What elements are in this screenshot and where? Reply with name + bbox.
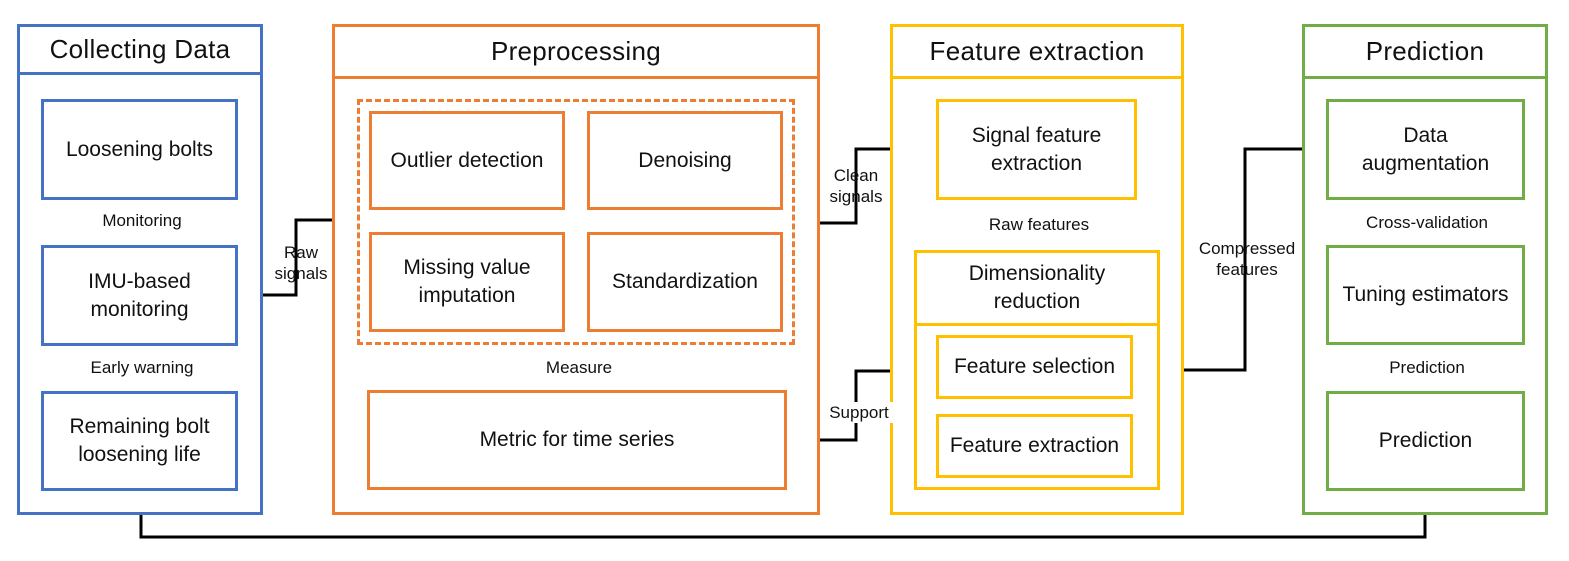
- prediction-box: Prediction: [1326, 391, 1525, 491]
- clean-signals-label: Clean signals: [829, 166, 883, 206]
- monitoring-label: Monitoring: [88, 210, 196, 231]
- feature-selection-box: Feature selection: [936, 335, 1133, 399]
- measure-label: Measure: [533, 357, 625, 378]
- prediction-step-label: Prediction: [1378, 357, 1476, 378]
- imu-monitoring-box: IMU-based monitoring: [41, 245, 238, 346]
- denoising-box: Denoising: [587, 111, 783, 210]
- remaining-life-box: Remaining bolt loosening life: [41, 391, 238, 491]
- preprocessing-dashed-group: [357, 99, 795, 345]
- support-label: Support: [820, 402, 898, 423]
- compressed-features-arrow: [1157, 141, 1326, 372]
- collecting-data-title: Collecting Data: [20, 27, 260, 75]
- signal-feature-box: Signal feature extraction: [936, 99, 1137, 200]
- missing-value-box: Missing value imputation: [369, 232, 565, 332]
- raw-signals-arrow: [236, 212, 354, 297]
- cross-validation-label: Cross-validation: [1352, 212, 1502, 233]
- standardization-box: Standardization: [587, 232, 783, 332]
- raw-signals-label: Raw signals: [274, 243, 328, 283]
- outlier-detection-box: Outlier detection: [369, 111, 565, 210]
- compressed-features-label: Compressed features: [1198, 239, 1296, 279]
- feature-extraction-box: Feature extraction: [936, 414, 1133, 478]
- data-augmentation-box: Data augmentation: [1326, 99, 1525, 200]
- raw-features-label: Raw features: [978, 214, 1100, 235]
- prediction-title: Prediction: [1305, 27, 1545, 79]
- loosening-bolts-box: Loosening bolts: [41, 99, 238, 200]
- metric-time-series-box: Metric for time series: [367, 390, 787, 490]
- dimensionality-reduction-header: Dimensionality reduction: [917, 253, 1157, 326]
- early-warning-label: Early warning: [80, 357, 204, 378]
- feature-extraction-title: Feature extraction: [893, 27, 1181, 79]
- preprocessing-title: Preprocessing: [335, 27, 817, 79]
- tuning-estimators-box: Tuning estimators: [1326, 245, 1525, 345]
